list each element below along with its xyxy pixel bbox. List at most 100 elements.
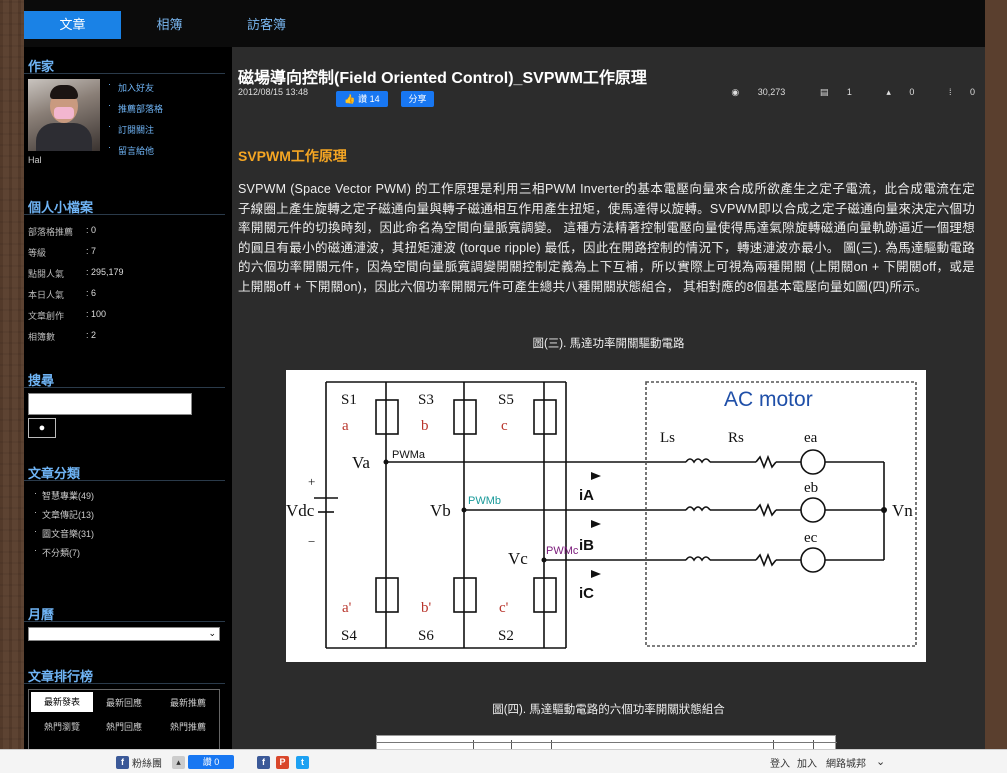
gate-label: b' bbox=[421, 600, 432, 616]
rank-tab-latest[interactable]: 最新發表 bbox=[31, 692, 93, 712]
add-friend-link[interactable]: 加入好友 bbox=[108, 79, 163, 102]
top-nav: 文章 相簿 訪客簿 bbox=[24, 0, 985, 47]
divider bbox=[24, 387, 225, 388]
category-section-title: 文章分類 bbox=[28, 466, 81, 481]
views-stat: ◉ 30,273 bbox=[715, 87, 785, 97]
tab-articles[interactable]: 文章 bbox=[24, 11, 121, 39]
profile-value: : 2 bbox=[86, 330, 97, 340]
article-title: 磁場導向控制(Field Oriented Control)_SVPWM工作原理 bbox=[238, 70, 647, 87]
circuit-figure: S1 S3 S5 S4 S6 S2 a b c a' b' c' Va Vb V… bbox=[286, 370, 926, 662]
chevron-down-icon[interactable]: ⌄ bbox=[876, 756, 886, 768]
twitter-icon[interactable]: t bbox=[296, 756, 309, 769]
views-count: 30,273 bbox=[757, 87, 786, 97]
scrollbar[interactable] bbox=[985, 0, 1007, 773]
category-item[interactable]: 不分類(7) bbox=[34, 545, 80, 559]
profile-value: : 6 bbox=[86, 288, 97, 298]
category-item[interactable]: 圖文音樂(31) bbox=[34, 526, 94, 540]
ranking-section-title: 文章排行榜 bbox=[28, 669, 94, 684]
pwm-label: PWMa bbox=[392, 449, 426, 461]
profile-row: 本日人氣 : 6 bbox=[28, 288, 178, 301]
divider bbox=[24, 621, 225, 622]
share-button[interactable]: 分享 bbox=[401, 91, 434, 107]
switch-label: S6 bbox=[418, 628, 434, 644]
avatar[interactable] bbox=[28, 79, 100, 151]
gate-label: a bbox=[342, 418, 349, 434]
sidebar: 作家 Hal 加入好友 推薦部落格 訂閱關注 留言給他 個人小檔案 部落格推薦:… bbox=[24, 47, 230, 773]
author-name[interactable]: Hal bbox=[28, 155, 42, 165]
like-count: 讚 14 bbox=[358, 94, 380, 104]
chevron-down-icon: ⌄ bbox=[208, 628, 216, 638]
like-button[interactable]: 👍 讚 14 bbox=[336, 91, 388, 107]
subscribe-link[interactable]: 訂閱關注 bbox=[108, 121, 163, 144]
switch-label: S5 bbox=[498, 392, 514, 408]
profile-label: 部落格推薦 bbox=[28, 227, 74, 237]
thumbs-up-icon: ▴ bbox=[886, 87, 891, 97]
article-main: 磁場導向控制(Field Oriented Control)_SVPWM工作原理… bbox=[232, 47, 985, 773]
fans-page-link[interactable]: 粉絲團 bbox=[132, 759, 162, 770]
recommend-blog-link[interactable]: 推薦部落格 bbox=[108, 100, 163, 123]
other-stat[interactable]: ⁞ 0 bbox=[933, 87, 975, 97]
node-label: Vb bbox=[430, 501, 451, 520]
current-label: iA bbox=[579, 487, 594, 504]
rank-tab-popular-recommend[interactable]: 熱門推薦 bbox=[169, 722, 206, 732]
figure-caption: 圖(三). 馬達功率開關驅動電路 bbox=[532, 338, 685, 350]
bars-icon: ⁞ bbox=[948, 87, 952, 97]
article-paragraph: SVPWM (Space Vector PWM) 的工作原理是利用三相PWM I… bbox=[238, 182, 975, 294]
month-section-title: 月曆 bbox=[28, 607, 55, 622]
rank-tab-latest-replies[interactable]: 最新回應 bbox=[105, 698, 142, 708]
thumbs-up-icon: ▴ bbox=[172, 756, 185, 769]
profile-row: 點閱人氣: 295,179 bbox=[28, 267, 178, 280]
search-section-title: 搜尋 bbox=[28, 373, 55, 388]
resistor-label: Rs bbox=[728, 430, 744, 446]
search-button[interactable]: ● bbox=[28, 418, 56, 438]
minus-label: − bbox=[308, 534, 315, 549]
divider bbox=[24, 480, 225, 481]
gate-label: c' bbox=[499, 600, 509, 616]
eye-icon: ◉ bbox=[731, 87, 740, 97]
divider bbox=[24, 683, 225, 684]
plus-label: + bbox=[308, 474, 315, 489]
network-link[interactable]: 網路城邦 bbox=[826, 759, 866, 770]
leave-message-link[interactable]: 留言給他 bbox=[108, 142, 163, 165]
profile-label: 本日人氣 bbox=[28, 290, 65, 300]
comments-count: 1 bbox=[846, 87, 852, 97]
inductor-label: Ls bbox=[660, 430, 675, 446]
author-section-title: 作家 bbox=[28, 59, 55, 74]
rank-tab-popular-views[interactable]: 熱門瀏覽 bbox=[43, 722, 80, 732]
comments-stat[interactable]: ▤ 1 bbox=[804, 87, 852, 97]
comment-icon: ▤ bbox=[819, 87, 829, 97]
tab-albums[interactable]: 相簿 bbox=[156, 17, 183, 32]
search-input[interactable] bbox=[28, 393, 192, 415]
switch-label: S2 bbox=[498, 628, 514, 644]
node-label: Vc bbox=[508, 549, 528, 568]
divider bbox=[24, 73, 225, 74]
facebook-icon[interactable]: f bbox=[257, 756, 270, 769]
section-title: SVPWM工作原理 bbox=[238, 148, 347, 164]
pwm-label: PWMb bbox=[468, 495, 501, 507]
category-item[interactable]: 文章傳記(13) bbox=[34, 507, 94, 521]
profile-label: 文章創作 bbox=[28, 311, 65, 321]
emf-label: ea bbox=[804, 430, 818, 446]
rank-tab-popular-replies[interactable]: 熱門回應 bbox=[105, 722, 142, 732]
node-label: Va bbox=[352, 453, 370, 472]
dc-label: Vdc bbox=[286, 501, 315, 520]
like-button[interactable]: 讚 0 bbox=[188, 755, 234, 769]
plurk-icon[interactable]: P bbox=[276, 756, 289, 769]
profile-row: 等級: 7 bbox=[28, 246, 178, 259]
likes-stat[interactable]: ▴ 0 bbox=[870, 87, 914, 97]
ranking-box: 最新發表 最新回應 最新推薦 熱門瀏覽 熱門回應 熱門推薦 bbox=[28, 689, 220, 773]
neutral-label: Vn bbox=[892, 501, 913, 520]
circuit-diagram: S1 S3 S5 S4 S6 S2 a b c a' b' c' Va Vb V… bbox=[286, 381, 917, 649]
category-item[interactable]: 智慧專業(49) bbox=[34, 488, 94, 502]
profile-section-title: 個人小檔案 bbox=[28, 200, 94, 215]
join-link[interactable]: 加入 bbox=[797, 759, 817, 770]
login-link[interactable]: 登入 bbox=[770, 759, 790, 770]
thumbs-up-icon: 👍 bbox=[344, 94, 356, 104]
bottom-bar: f 粉絲團 ▴ 讚 0 f P t 登入 加入 網路城邦 ⌄ bbox=[0, 749, 1007, 773]
tab-guestbook[interactable]: 訪客簿 bbox=[246, 17, 286, 32]
emf-label: eb bbox=[804, 480, 818, 496]
month-select[interactable]: ⌄ bbox=[28, 627, 220, 641]
article-date: 2012/08/15 13:48 bbox=[238, 87, 309, 97]
emf-label: ec bbox=[804, 530, 818, 546]
rank-tab-latest-recommend[interactable]: 最新推薦 bbox=[169, 698, 206, 708]
